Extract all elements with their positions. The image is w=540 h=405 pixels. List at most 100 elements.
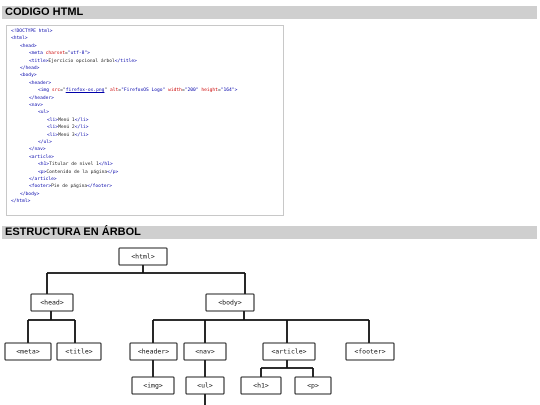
code-line: <li>Menú 1</li>	[47, 118, 89, 124]
code-line: <meta charset="utf-8">	[29, 51, 90, 57]
code-line: <html>	[11, 36, 28, 42]
code-token: Ejercicio opcional árbol	[48, 58, 115, 64]
code-token: <head>	[20, 43, 37, 49]
code-token: =	[181, 88, 185, 94]
code-token: </ul>	[38, 140, 52, 145]
code-token: "164"	[220, 88, 235, 94]
code-line: <li>Menú 3</li>	[47, 133, 89, 139]
node-p-label: <p>	[307, 382, 319, 390]
node-p: <p>	[294, 376, 332, 395]
code-token: "200"	[184, 88, 199, 94]
node-img-label: <img>	[143, 382, 163, 390]
node-header: <header>	[129, 342, 178, 361]
edge-html-children	[46, 265, 246, 294]
code-token: </li>	[74, 132, 89, 138]
edge-article-children	[260, 360, 314, 377]
node-article-label: <article>	[271, 348, 306, 356]
code-line: </nav>	[29, 147, 46, 153]
code-token: Contenido de la página	[46, 169, 108, 175]
code-line: <article>	[29, 155, 54, 161]
node-img: <img>	[131, 376, 175, 395]
node-meta-label: <meta>	[16, 348, 40, 356]
code-token: >	[87, 51, 90, 57]
code-token: =	[64, 51, 68, 57]
code-token: Menú 3	[58, 132, 75, 138]
code-line: <ul>	[38, 110, 49, 116]
code-line: <nav>	[29, 103, 43, 109]
node-footer-label: <footer>	[354, 348, 385, 356]
code-token: </p>	[107, 169, 119, 175]
code-line: <header>	[29, 81, 51, 87]
node-head-label: <head>	[40, 299, 64, 307]
code-token: <body>	[20, 73, 37, 79]
code-token: =	[217, 88, 221, 94]
code-token: </nav>	[29, 147, 46, 153]
code-line: <h1>Titular de nivel 1</h1>	[38, 162, 113, 168]
node-title-label: <title>	[65, 348, 92, 356]
node-title: <title>	[56, 342, 102, 361]
code-token: <!DOCTYPE html>	[11, 29, 53, 34]
code-token: </title>	[114, 58, 137, 64]
code-token: <p>	[38, 169, 47, 175]
code-token: charset	[45, 51, 65, 57]
code-line: <title>Ejercicio opcional árbol</title>	[29, 59, 137, 65]
section-header-code: CODIGO HTML	[2, 6, 537, 19]
edge-head-children	[27, 311, 76, 343]
code-token: <footer>	[29, 184, 52, 190]
code-line: <footer>Pie de página</footer>	[29, 184, 112, 190]
code-token: <h1>	[38, 162, 50, 168]
code-token: "utf-8"	[67, 51, 88, 57]
code-token: Titular de nivel 1	[49, 162, 99, 168]
code-token: <img	[38, 88, 52, 94]
node-h1-label: <h1>	[253, 382, 269, 390]
code-token: height	[198, 88, 218, 94]
code-line: <head>	[20, 44, 37, 50]
code-line: </html>	[11, 199, 30, 205]
node-header-label: <header>	[138, 348, 169, 356]
node-html-label: <html>	[131, 253, 155, 261]
code-listing: <!DOCTYPE html> <html><head> <meta charset…	[6, 25, 284, 216]
code-token: <html>	[11, 36, 28, 42]
node-body: <body>	[205, 293, 255, 312]
code-token: <meta	[29, 51, 46, 57]
node-ul-label: <ul>	[197, 382, 213, 390]
node-nav-label: <nav>	[195, 348, 215, 356]
code-token: </html>	[11, 199, 31, 205]
code-token: </header>	[29, 95, 54, 101]
code-token: =	[118, 88, 122, 94]
code-token: alt	[109, 88, 119, 94]
code-token: </body>	[20, 191, 40, 197]
code-token: <title>	[29, 58, 49, 64]
code-token: "FirefoxOS Logo"	[121, 88, 166, 94]
code-token: Pie de página	[51, 184, 88, 190]
node-nav: <nav>	[183, 342, 227, 361]
code-token: <li>	[47, 117, 59, 123]
code-token: Menú 1	[58, 117, 75, 123]
node-html: <html>	[118, 247, 168, 266]
section-header-tree: ESTRUCTURA EN ÁRBOL	[2, 226, 537, 239]
tree-edges	[27, 265, 370, 405]
code-token: ="	[60, 88, 66, 94]
code-line: <body>	[20, 73, 37, 79]
code-line: </header>	[29, 96, 54, 102]
code-token: src	[51, 88, 61, 94]
code-token: <header>	[29, 80, 52, 86]
code-line: </ul>	[38, 140, 52, 146]
code-link[interactable]: firefox-os.png	[65, 88, 105, 94]
code-line: <!DOCTYPE html>	[11, 29, 53, 35]
code-token: <li>	[47, 125, 59, 131]
code-token: >	[234, 88, 238, 94]
code-token: </head>	[20, 66, 40, 71]
tree-diagram: <html> <head> <body> <meta> <title> <hea…	[4, 247, 395, 405]
code-token: width	[165, 88, 182, 94]
edge-body-children	[152, 311, 370, 343]
code-token: </h1>	[98, 162, 113, 168]
code-line: </body>	[20, 192, 39, 198]
node-article: <article>	[262, 342, 316, 361]
node-meta: <meta>	[4, 342, 52, 361]
code-line: <img src="firefox-os.png" alt="FirefoxOS…	[38, 88, 237, 94]
node-footer: <footer>	[345, 342, 395, 361]
code-token: <article>	[29, 154, 54, 160]
node-ul: <ul>	[185, 376, 225, 395]
code-token: <ul>	[38, 110, 50, 116]
